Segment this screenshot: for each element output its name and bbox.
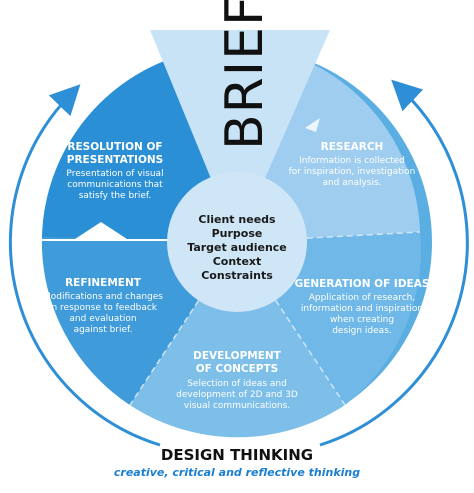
section-refinement: REFINEMENT Modifications and changes in … [43, 277, 163, 335]
section-title: DEVELOPMENT [193, 350, 282, 362]
center-item: Context [213, 255, 262, 268]
section-body: for inspiration, investigation [289, 167, 416, 177]
brief-wedge [150, 30, 330, 242]
section-body: Information is collected [299, 156, 405, 166]
up-arrow-stem [95, 236, 107, 240]
section-title: RESOLUTION OF [67, 141, 162, 153]
section-body: information and inspiration [301, 304, 423, 314]
section-body: Application of research, [309, 293, 415, 303]
section-title: OF CONCEPTS [196, 363, 278, 375]
cycle-arrow-left-icon [8, 84, 161, 447]
footer-subtitle: creative, critical and reflective thinki… [114, 466, 360, 479]
section-resolution: RESOLUTION OF PRESENTATIONS Presentation… [66, 141, 163, 201]
section-body: development of 2D and 3D [176, 390, 298, 400]
center-items: Client needs Purpose Target audience Con… [187, 213, 287, 282]
footer-title: DESIGN THINKING [161, 446, 313, 464]
section-title: PRESENTATIONS [67, 154, 163, 166]
section-body: Presentation of visual [66, 169, 163, 179]
section-title: GENERATION OF IDEAS [295, 278, 430, 290]
chevron-icon [305, 118, 320, 132]
section-title: RESEARCH [321, 141, 384, 153]
section-title: REFINEMENT [65, 277, 142, 289]
cycle-arrow-right-icon [319, 79, 469, 447]
center-item: Client needs [198, 213, 276, 226]
section-body: against brief. [74, 325, 133, 335]
sector-development [130, 242, 345, 438]
section-body: visual communications. [184, 401, 290, 411]
center-item: Purpose [212, 227, 263, 240]
section-body: satisfy the brief. [79, 191, 152, 201]
section-body: Modifications and changes [43, 292, 163, 302]
section-body: Selection of ideas and [187, 379, 287, 389]
center-item: Target audience [187, 241, 287, 254]
brief-label: BRIEF [215, 0, 275, 150]
section-body: when creating [330, 315, 394, 325]
section-body: design ideas. [332, 326, 392, 336]
section-body: communications that [67, 180, 163, 190]
center-circle [167, 172, 307, 312]
section-body: in response to feedback [49, 303, 158, 313]
section-development: DEVELOPMENT OF CONCEPTS Selection of ide… [176, 350, 298, 411]
section-body: and evaluation [69, 314, 136, 324]
section-body: and analysis. [322, 178, 381, 188]
section-research: RESEARCH Information is collected for in… [289, 141, 416, 188]
center-item: Constraints [201, 269, 273, 282]
section-generation: GENERATION OF IDEAS Application of resea… [295, 278, 430, 336]
up-arrow-icon [75, 222, 127, 239]
